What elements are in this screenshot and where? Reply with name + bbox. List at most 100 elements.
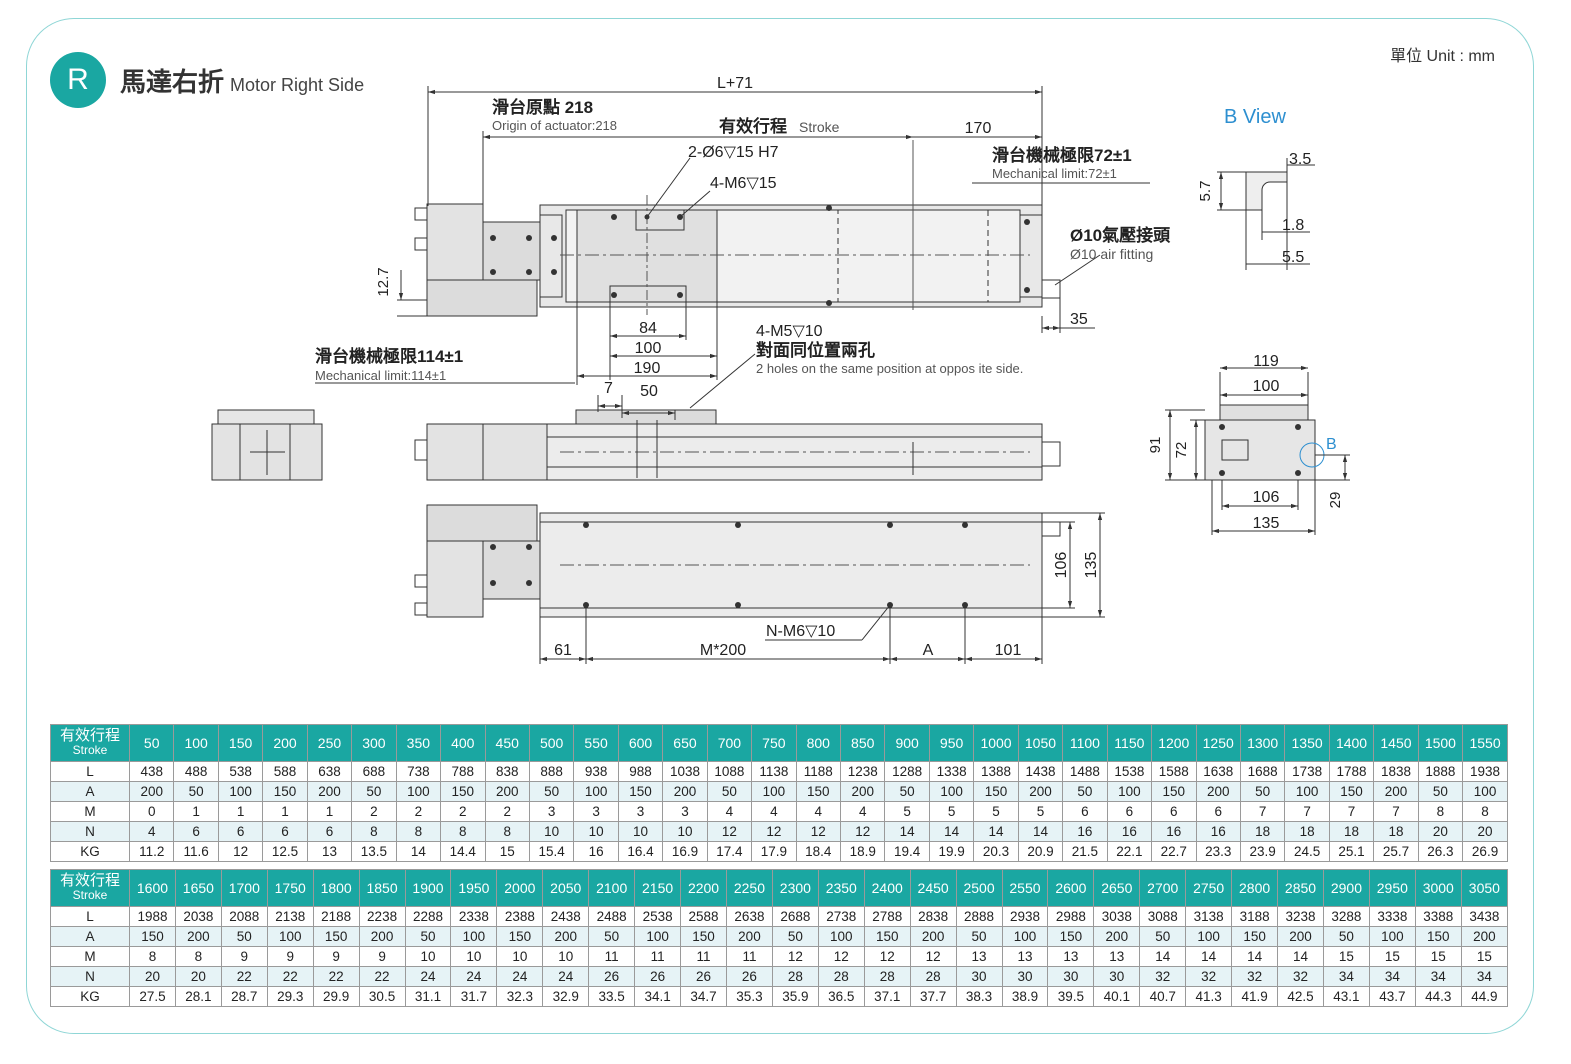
table-cell: 14: [1139, 946, 1187, 967]
stroke-value: 1300: [1239, 724, 1286, 762]
stroke-header-zh: 有效行程: [59, 872, 120, 889]
dim-12-7: 12.7: [375, 267, 392, 296]
table-cell: 1788: [1328, 761, 1375, 782]
table-cell: 19.4: [884, 841, 930, 862]
table-cell: 100: [1185, 926, 1233, 947]
table-cell: 6: [1151, 801, 1197, 822]
dim-50: 50: [640, 383, 658, 400]
table-cell: 11.6: [173, 841, 219, 862]
table-cell: 14.4: [440, 841, 486, 862]
table-cell: 24: [542, 966, 590, 987]
table-cell: 28: [817, 966, 865, 987]
table-cell: 12: [863, 946, 911, 967]
table-cell: 11: [588, 946, 636, 967]
table-cell: 8: [351, 821, 397, 842]
table-cell: 438: [128, 761, 175, 782]
table-cell: 488: [173, 761, 219, 782]
table-cell: 20.3: [973, 841, 1019, 862]
table-cell: 22: [312, 966, 360, 987]
table-cell: 26: [725, 966, 773, 987]
stroke-value: 950: [928, 724, 975, 762]
mech114-label-en: Mechanical limit:114±1: [315, 368, 446, 383]
table-cell: 588: [262, 761, 308, 782]
dim-l71: L+71: [717, 75, 753, 92]
table-cell: 7: [1239, 801, 1286, 822]
table-cell: 50: [404, 926, 452, 947]
stroke-value: 1400: [1328, 724, 1375, 762]
stroke-value: 2150: [634, 869, 682, 907]
table-cell: 39.5: [1047, 986, 1095, 1007]
stroke-value: 650: [662, 724, 708, 762]
row-label: KG: [50, 841, 130, 862]
table-cell: 988: [617, 761, 664, 782]
row-label: A: [50, 781, 130, 802]
table-cell: 14: [973, 821, 1019, 842]
dim-100-end: 100: [1253, 378, 1280, 395]
technical-drawing: L+71 滑台原點 218 Origin of actuator:218 有效行…: [211, 75, 1350, 664]
table-cell: 27.5: [129, 986, 176, 1007]
row-label: KG: [50, 986, 130, 1007]
table-cell: 26: [680, 966, 727, 987]
dim-84: 84: [639, 320, 657, 337]
table-cell: 2838: [909, 906, 957, 927]
table-cell: 13: [306, 841, 353, 862]
table-cell: 43.1: [1322, 986, 1370, 1007]
bottom-view: [414, 504, 1105, 664]
stroke-value: 200: [262, 724, 308, 762]
hole-4m6-label: 4-M6▽15: [710, 175, 777, 192]
table-cell: 11: [725, 946, 773, 967]
table-cell: 2638: [725, 906, 773, 927]
table-cell: 1038: [662, 761, 708, 782]
table-cell: 13: [1001, 946, 1049, 967]
table-cell: 50: [351, 781, 397, 802]
table-cell: 150: [129, 926, 176, 947]
mech72-label-en: Mechanical limit:72±1: [992, 166, 1117, 181]
table-cell: 3038: [1093, 906, 1141, 927]
table-cell: 26: [634, 966, 682, 987]
table-cell: 12.5: [262, 841, 308, 862]
table-cell: 9: [312, 946, 360, 967]
row-label: N: [50, 966, 130, 987]
table-cell: 33.5: [588, 986, 636, 1007]
motor-end-view: [211, 409, 323, 481]
table-cell: 100: [266, 926, 314, 947]
stroke-value: 450: [484, 724, 530, 762]
table-cell: 100: [450, 926, 498, 947]
table-cell: 18: [1328, 821, 1375, 842]
table-cell: 28: [909, 966, 957, 987]
table-cell: 15: [1322, 946, 1370, 967]
table-cell: 8: [484, 821, 530, 842]
table-cell: 20.9: [1017, 841, 1064, 862]
table-cell: 2: [484, 801, 530, 822]
table-cell: 7: [1328, 801, 1375, 822]
table-cell: 2588: [680, 906, 727, 927]
table-cell: 34.1: [634, 986, 682, 1007]
title-zh: 馬達右折: [120, 67, 225, 97]
table-cell: 200: [542, 926, 590, 947]
table-cell: 14: [1277, 946, 1324, 967]
dim-61: 61: [554, 642, 572, 659]
table-cell: 42.5: [1277, 986, 1324, 1007]
dim-m200: M*200: [700, 642, 746, 659]
table-cell: 4: [128, 821, 175, 842]
table-cell: 12: [771, 946, 819, 967]
table-cell: 50: [220, 926, 268, 947]
table-cell: 200: [1277, 926, 1324, 947]
table-cell: 200: [1195, 781, 1241, 802]
dim-a: A: [923, 642, 934, 659]
dim-106-end: 106: [1253, 489, 1280, 506]
table-cell: 18: [1373, 821, 1419, 842]
table-cell: 30.5: [358, 986, 406, 1007]
table-cell: 3438: [1460, 906, 1509, 927]
table-cell: 2: [351, 801, 397, 822]
table-cell: 100: [1106, 781, 1153, 802]
table-cell: 37.7: [909, 986, 957, 1007]
table-cell: 5: [928, 801, 975, 822]
table-cell: 8: [440, 821, 486, 842]
table-cell: 16.9: [662, 841, 708, 862]
table-cell: 24: [496, 966, 544, 987]
stroke-value: 1700: [220, 869, 268, 907]
table-cell: 11: [634, 946, 682, 967]
